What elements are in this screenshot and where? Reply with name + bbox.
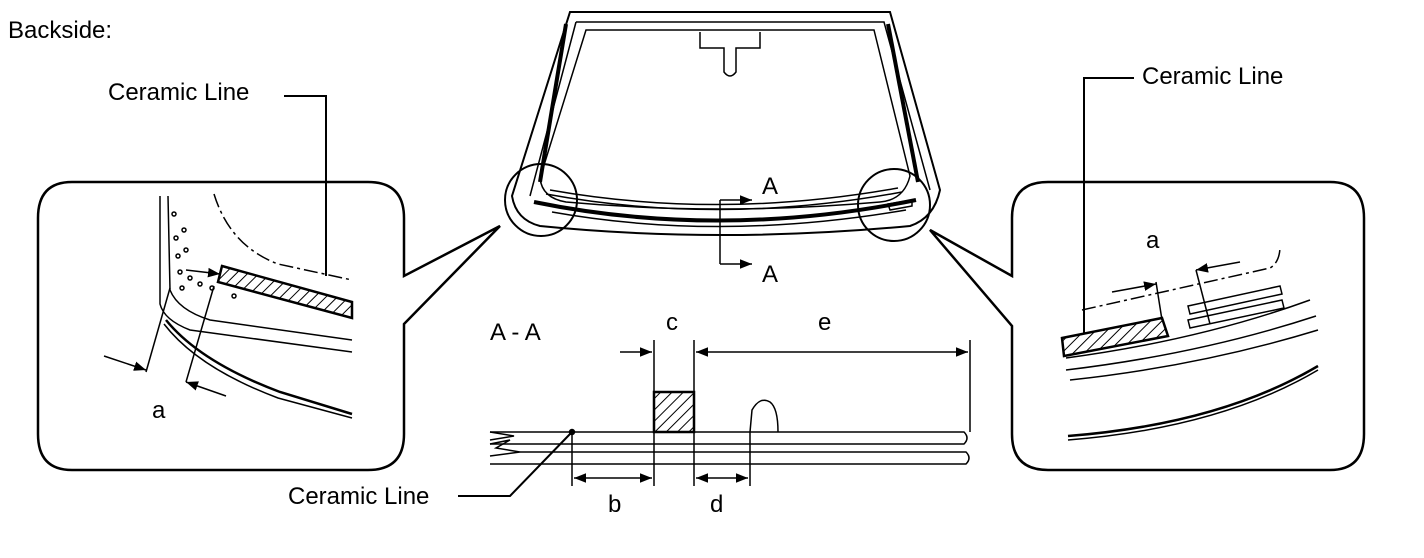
dimension-e: e xyxy=(818,309,831,336)
label-ceramic-line-right: Ceramic Line xyxy=(1142,63,1283,90)
left-ceramic-band xyxy=(216,264,354,320)
section-marker-bottom: A xyxy=(762,261,778,288)
dimension-d: d xyxy=(710,491,723,518)
dimension-a-left: a xyxy=(152,397,166,424)
dimension-b: b xyxy=(608,491,621,518)
right-detail-drawing xyxy=(1060,245,1319,441)
left-detail-frame xyxy=(36,180,501,472)
windshield-ceramic-band xyxy=(533,198,917,223)
section-drawing xyxy=(458,340,971,497)
page-title: Backside: xyxy=(8,17,112,44)
section-ceramic-block xyxy=(652,390,696,434)
section-marker-top: A xyxy=(762,173,778,200)
section-title: A - A xyxy=(490,319,541,346)
dimension-c: c xyxy=(666,309,678,336)
label-ceramic-line-left: Ceramic Line xyxy=(108,79,249,106)
leader-ceramic-line-left xyxy=(284,95,327,276)
mirror-mount xyxy=(699,32,761,77)
left-detail-drawing xyxy=(103,193,354,419)
windshield-overview xyxy=(504,11,942,242)
windshield-inner-frame xyxy=(576,21,931,191)
right-detail-callout xyxy=(929,180,1366,472)
leader-ceramic-line-right xyxy=(1083,77,1134,334)
label-ceramic-line-section: Ceramic Line xyxy=(288,483,429,510)
right-ceramic-band xyxy=(1060,316,1170,358)
left-detail-callout xyxy=(36,180,501,472)
windshield-outline xyxy=(510,11,942,236)
dimension-a-right: a xyxy=(1146,227,1160,254)
detail-circle-left xyxy=(504,163,578,237)
detail-circle-right xyxy=(857,168,931,242)
right-detail-frame xyxy=(929,180,1366,472)
section-cut-marker xyxy=(719,195,752,269)
